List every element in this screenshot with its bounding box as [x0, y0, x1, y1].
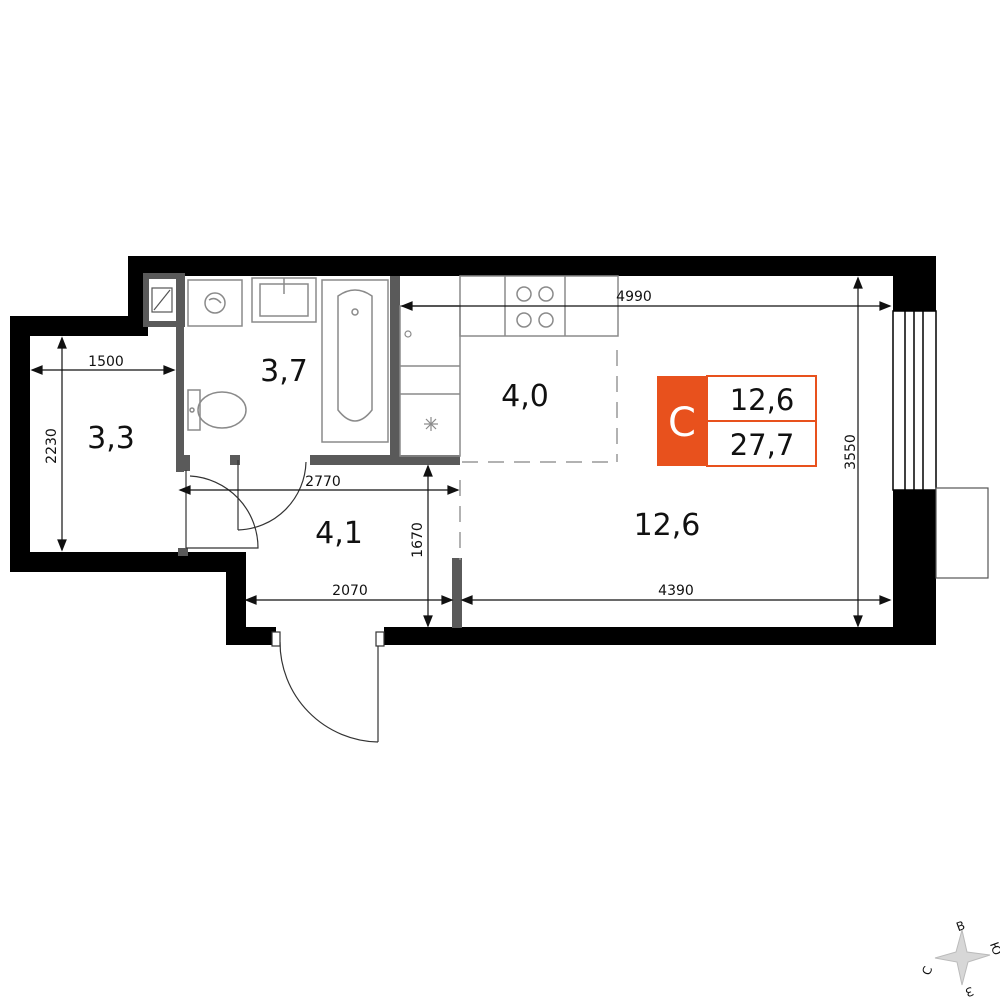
entrance-door[interactable] — [271, 631, 385, 743]
room-bathroom-area: 3,7 — [260, 354, 308, 389]
dimension-lines — [30, 276, 892, 628]
dim-living-width: 4390 — [658, 583, 694, 599]
sink-icon — [424, 417, 438, 431]
washbasin-icon — [251, 277, 317, 323]
room-living-area: 12,6 — [634, 508, 701, 543]
bathroom-door[interactable] — [237, 460, 307, 531]
compass-north: С — [919, 964, 935, 977]
compass-south: Ю — [987, 940, 1000, 957]
dim-hall-width: 2770 — [305, 474, 341, 490]
balcony-box — [935, 487, 989, 579]
window — [892, 310, 937, 491]
bathtub-icon — [321, 279, 389, 443]
dim-storage-height: 2230 — [44, 428, 60, 464]
storage-door[interactable] — [185, 470, 259, 549]
dim-entry-width: 2070 — [332, 583, 368, 599]
badge-living-area: 12,6 — [730, 383, 795, 417]
compass-icon: С В Ю З — [919, 918, 1000, 999]
room-hall-area: 4,1 — [315, 516, 363, 551]
washing-machine-icon — [187, 279, 243, 327]
badge-total-area: 27,7 — [730, 428, 795, 462]
kitchen-counter — [399, 275, 619, 457]
toilet-icon — [187, 389, 247, 431]
dim-height-right: 3550 — [843, 434, 859, 470]
dim-storage-width: 1500 — [88, 354, 124, 370]
exterior-walls — [10, 256, 936, 645]
cooktop-icon — [516, 286, 554, 328]
area-badge: С 12,6 27,7 — [657, 375, 817, 467]
room-kitchen-area: 4,0 — [501, 379, 549, 414]
kitchen-zone-dashes — [459, 350, 618, 560]
compass-west: З — [963, 984, 975, 1000]
interior-partitions — [143, 273, 462, 628]
dim-hall-depth: 1670 — [410, 522, 426, 558]
dim-total-width: 4990 — [616, 289, 652, 305]
compass-east: В — [954, 918, 967, 934]
drain-icon — [404, 330, 412, 338]
shaft-icon — [151, 287, 173, 313]
room-storage-area: 3,3 — [87, 421, 135, 456]
badge-letter: С — [668, 400, 696, 446]
